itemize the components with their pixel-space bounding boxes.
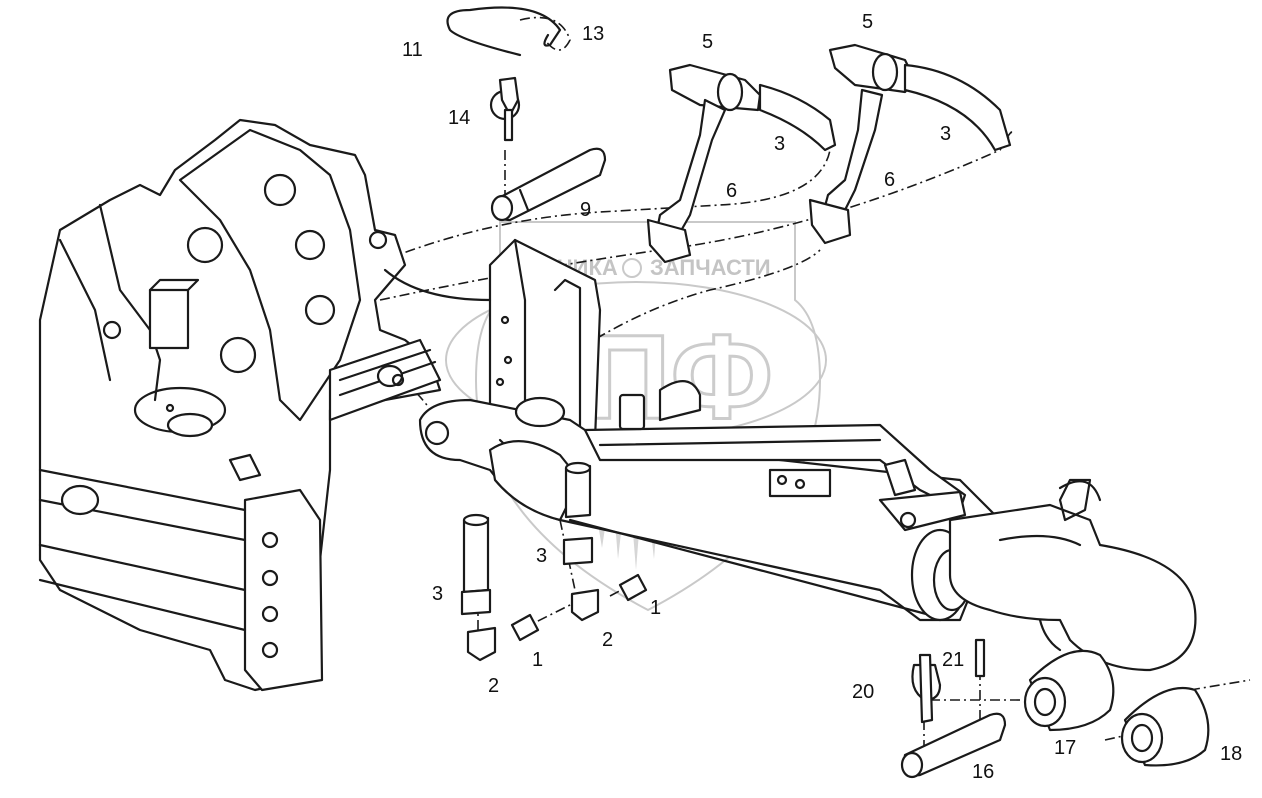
pin-assembly bbox=[446, 6, 607, 222]
callout-5-left: 5 bbox=[702, 31, 713, 53]
fittings-right bbox=[562, 461, 648, 622]
callout-2-right: 2 bbox=[602, 629, 613, 651]
callout-6-right: 6 bbox=[884, 169, 895, 191]
hose-right bbox=[903, 63, 1012, 152]
callouts: 11 13 14 5 5 3 3 6 6 9 3 3 1 1 2 2 20 21… bbox=[402, 11, 1242, 783]
callout-13: 13 bbox=[582, 23, 604, 45]
buffer-17 bbox=[1023, 649, 1115, 732]
callout-21: 21 bbox=[942, 649, 964, 671]
callout-1-right: 1 bbox=[650, 597, 661, 619]
callout-5-right: 5 bbox=[862, 11, 873, 33]
callout-3-right: 3 bbox=[940, 123, 951, 145]
callout-3-fitting-right: 3 bbox=[536, 545, 547, 567]
hitch-arm bbox=[418, 380, 1002, 622]
fittings-left bbox=[460, 513, 540, 662]
wire-clip bbox=[446, 6, 562, 57]
callout-6-left: 6 bbox=[726, 180, 737, 202]
pin-16-assembly bbox=[900, 638, 1007, 779]
callout-17: 17 bbox=[1054, 737, 1076, 759]
coupling-hook bbox=[910, 478, 1197, 672]
callout-1-left: 1 bbox=[532, 649, 543, 671]
callout-14: 14 bbox=[448, 107, 470, 129]
callout-9: 9 bbox=[580, 199, 591, 221]
callout-2-left: 2 bbox=[488, 675, 499, 697]
valve-right bbox=[808, 43, 1012, 245]
callout-18: 18 bbox=[1220, 743, 1242, 765]
valve-left bbox=[646, 63, 837, 264]
callout-3-fitting-left: 3 bbox=[432, 583, 443, 605]
callout-11: 11 bbox=[402, 39, 423, 61]
buffer-18 bbox=[1120, 686, 1210, 767]
hitch-frame-bracket bbox=[38, 118, 442, 692]
callout-3-left: 3 bbox=[774, 133, 785, 155]
callout-20: 20 bbox=[852, 681, 874, 703]
hose-left bbox=[758, 83, 837, 152]
callout-16: 16 bbox=[972, 761, 994, 783]
gear-icon bbox=[622, 258, 642, 278]
